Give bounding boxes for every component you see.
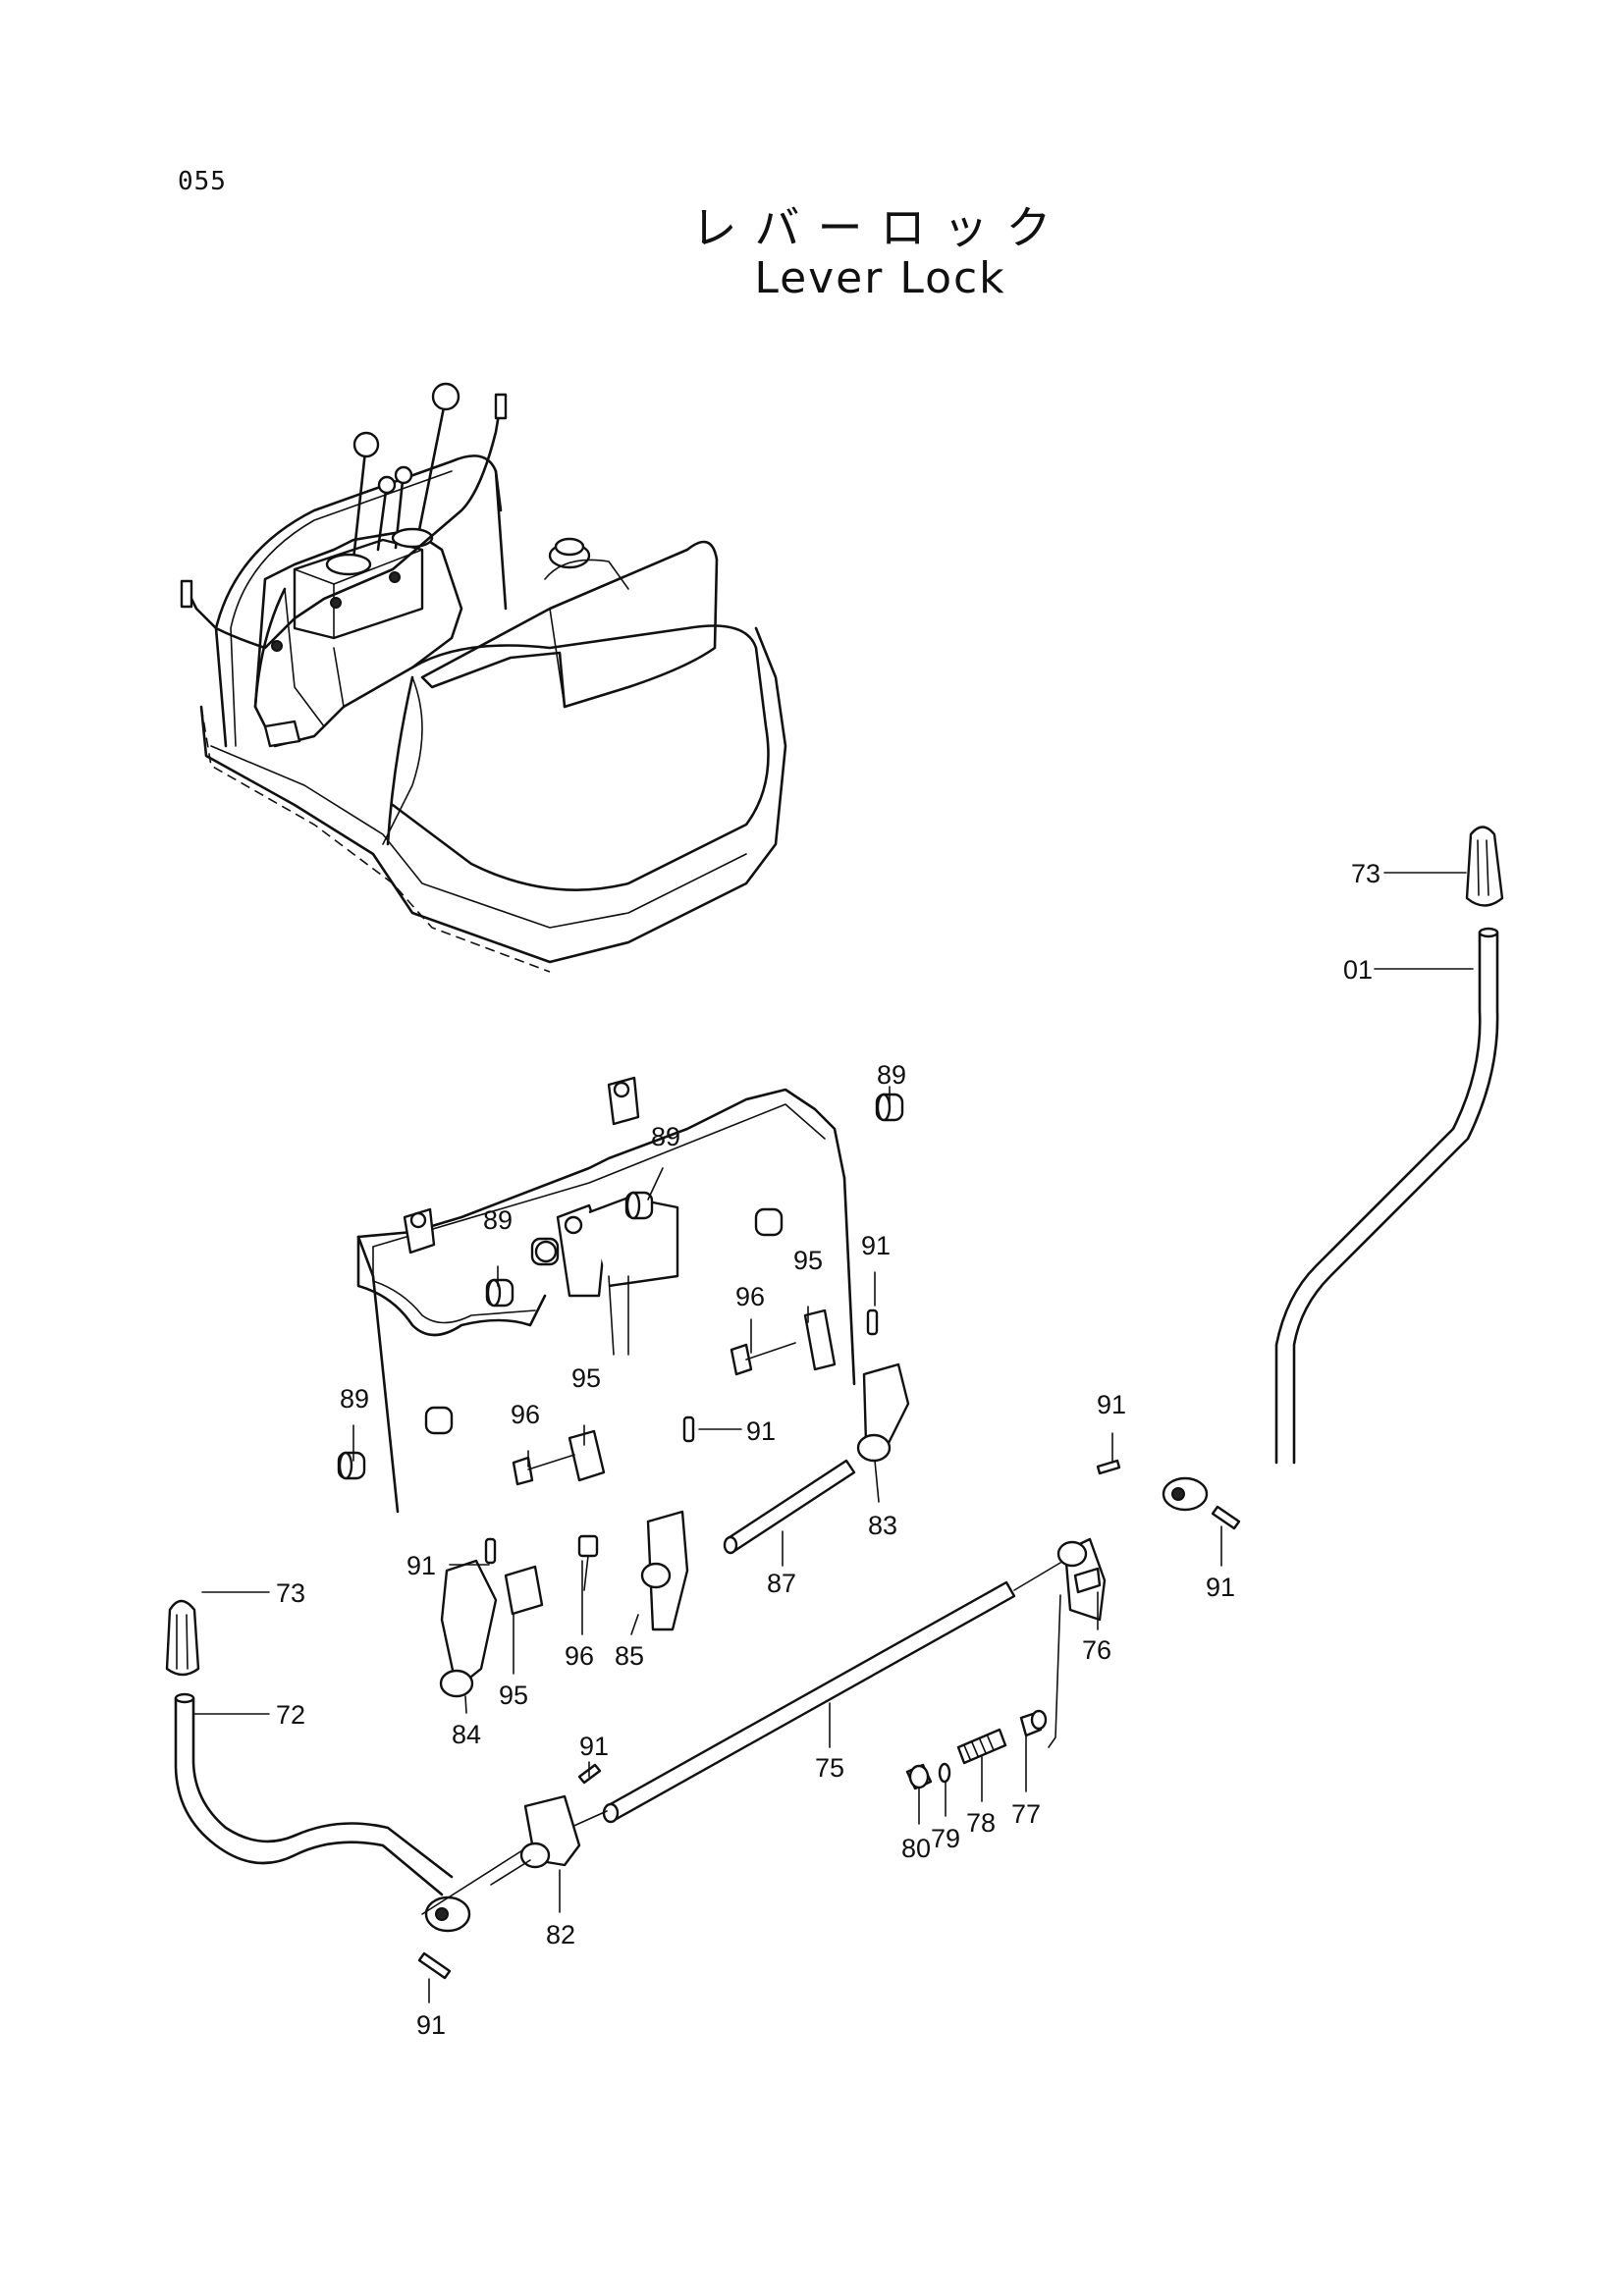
callout-91-c: 91 xyxy=(406,1551,436,1580)
callout-73-top: 73 xyxy=(1351,859,1380,888)
bracket-82 xyxy=(490,1794,581,1886)
callout-91-a: 91 xyxy=(861,1231,891,1260)
callout-91-g: 91 xyxy=(416,2010,446,2040)
leader-lines xyxy=(193,872,1474,2003)
callout-91-e: 91 xyxy=(1206,1573,1235,1602)
callout-89-a: 89 xyxy=(877,1060,906,1090)
callout-84: 84 xyxy=(452,1720,481,1749)
pins-91 xyxy=(484,1308,1121,1785)
callout-80: 80 xyxy=(901,1834,931,1863)
callout-78: 78 xyxy=(966,1808,996,1838)
callout-95-c: 95 xyxy=(499,1681,528,1710)
callout-89-b: 89 xyxy=(651,1122,680,1151)
callout-95-b: 95 xyxy=(571,1363,601,1393)
lock-frame-bracket xyxy=(356,1076,856,1514)
title-japanese: レバーロック xyxy=(691,201,1069,254)
callout-83: 83 xyxy=(868,1511,897,1540)
left-lock-lever xyxy=(165,1599,471,1980)
right-lock-lever xyxy=(1162,826,1504,1530)
callout-75: 75 xyxy=(815,1753,844,1783)
callout-91-b: 91 xyxy=(746,1416,776,1446)
spring-washer-nut-pin xyxy=(905,1709,1048,1790)
callout-73-left: 73 xyxy=(276,1578,305,1608)
callout-91-d: 91 xyxy=(1097,1390,1126,1419)
callout-96-a: 96 xyxy=(735,1282,765,1311)
callout-labels: 73 01 89 89 89 89 91 95 96 95 96 91 83 8… xyxy=(276,859,1380,2040)
callout-95-a: 95 xyxy=(793,1246,823,1275)
title-english: Lever Lock xyxy=(754,253,1006,303)
callout-91-f: 91 xyxy=(579,1732,609,1761)
bushings-89 xyxy=(337,1093,904,1480)
lock-plate-76 xyxy=(1048,1537,1107,1748)
shaft-75 xyxy=(421,1562,1061,1915)
callout-79: 79 xyxy=(931,1824,960,1853)
callout-85: 85 xyxy=(615,1641,644,1671)
lock-plates xyxy=(439,1362,910,1698)
callout-96-b: 96 xyxy=(511,1400,540,1429)
callout-89-c: 89 xyxy=(483,1205,513,1235)
shaft-87 xyxy=(723,1459,856,1555)
callout-72: 72 xyxy=(276,1700,305,1730)
callout-01: 01 xyxy=(1343,955,1373,985)
callout-87: 87 xyxy=(767,1569,796,1598)
page-number: 055 xyxy=(178,167,227,196)
callout-89-d: 89 xyxy=(340,1384,369,1414)
seat-console-illustration xyxy=(180,382,787,973)
callout-96-c: 96 xyxy=(565,1641,594,1671)
callout-76: 76 xyxy=(1082,1635,1111,1665)
callout-82: 82 xyxy=(546,1920,575,1949)
callout-77: 77 xyxy=(1011,1799,1041,1829)
